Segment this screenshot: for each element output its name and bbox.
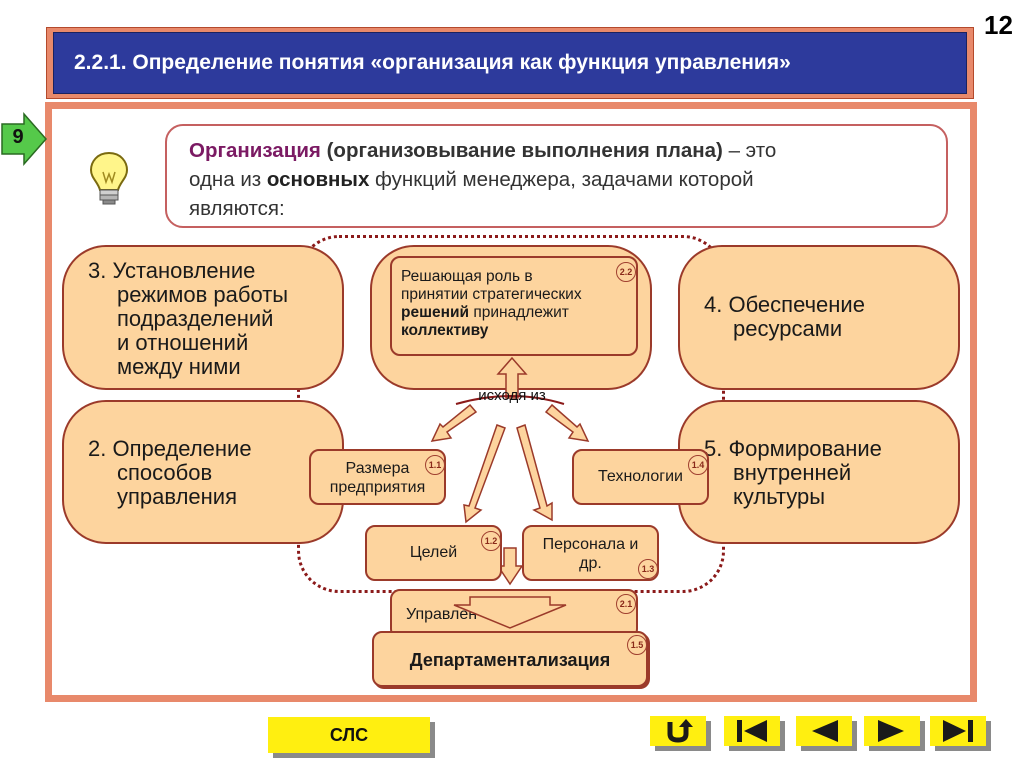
first-icon <box>737 720 767 742</box>
prev-slide-button[interactable] <box>796 716 852 746</box>
task-4-line: ресурсами <box>733 316 843 341</box>
task-5-line: 5. Формирование <box>704 436 882 461</box>
size-box: Размера предприятия 1.1 <box>309 449 446 505</box>
technology-box: Технологии 1.4 <box>572 449 709 505</box>
decisive-role-box: Решающая роль в принятии стратегических … <box>390 256 638 356</box>
definition-term: Организация <box>189 139 321 162</box>
goals-label: Целей <box>409 544 458 561</box>
task-3-line: 3. Установление <box>88 258 256 283</box>
definition-text: функций менеджера, задачами которой <box>369 168 754 191</box>
definition-text: – это <box>722 139 777 162</box>
badge: 1.3 <box>638 559 658 579</box>
technology-label: Технологии <box>598 468 683 485</box>
badge: 1.2 <box>481 531 501 551</box>
last-slide-button[interactable] <box>930 716 986 746</box>
management-label: Управлен <box>406 606 478 623</box>
departmentalization-box: Департаментализация 1.5 <box>372 631 648 687</box>
task-5-line: внутренней <box>733 460 852 485</box>
task-5-box: 5. Формирование внутренней культуры <box>678 400 960 544</box>
size-line: предприятия <box>329 479 426 496</box>
slide-link-label: 9 <box>12 126 24 148</box>
based-on-label: исходя из <box>478 387 546 404</box>
next-slide-button[interactable] <box>864 716 920 746</box>
return-icon <box>667 719 693 743</box>
staff-box: Персонала и др. 1.3 <box>522 525 659 581</box>
task-4-box: 4. Обеспечение ресурсами <box>678 245 960 390</box>
size-line: Размера <box>345 460 410 477</box>
decisive-line: принадлежит <box>469 304 569 321</box>
badge: 1.1 <box>425 455 445 475</box>
task-5-line: культуры <box>733 484 826 509</box>
decisive-bold: решений <box>401 304 470 321</box>
staff-line: Персонала и <box>542 536 639 553</box>
lightbulb-icon <box>88 150 130 208</box>
next-icon <box>878 720 904 742</box>
task-2-box: 2. Определение способов управления <box>62 400 344 544</box>
prev-icon <box>812 720 838 742</box>
slide-link-arrow[interactable]: 9 <box>0 112 48 166</box>
task-3-line: между ними <box>117 354 241 379</box>
sls-button[interactable]: СЛС <box>268 717 430 753</box>
decisive-line: Решающая роль в <box>401 268 533 285</box>
decisive-line: принятии стратегических <box>401 286 582 303</box>
goals-box: Целей 1.2 <box>365 525 502 581</box>
definition-text: являются: <box>189 197 285 220</box>
page-number: 12 <box>984 10 1013 40</box>
staff-line: др. <box>579 555 602 572</box>
task-3-box: 3. Установление режимов работы подраздел… <box>62 245 344 390</box>
task-3-line: режимов работы <box>117 282 289 307</box>
badge: 2.2 <box>616 262 636 282</box>
definition-text: одна из <box>189 168 267 191</box>
decisive-bold: коллективу <box>401 322 489 339</box>
return-button[interactable] <box>650 716 706 746</box>
definition-box: Организация (организовывание выполнения … <box>165 124 948 228</box>
departmentalization-label: Департаментализация <box>409 650 611 670</box>
first-slide-button[interactable] <box>724 716 780 746</box>
badge: 1.4 <box>688 455 708 475</box>
task-2-line: 2. Определение <box>88 436 252 461</box>
task-3-line: подразделений <box>117 306 274 331</box>
last-icon <box>943 720 973 742</box>
page-title: 2.2.1. Определение понятия «организация … <box>53 32 967 94</box>
task-2-line: способов <box>117 460 213 485</box>
task-4-line: 4. Обеспечение <box>704 292 865 317</box>
task-2-line: управления <box>117 484 237 509</box>
definition-paren: (организовывание выполнения плана) <box>326 139 723 162</box>
arrow-right-icon <box>1 112 47 166</box>
definition-bold: основных <box>266 168 370 191</box>
badge: 1.5 <box>627 635 647 655</box>
badge: 2.1 <box>616 594 636 614</box>
task-3-line: и отношений <box>117 330 249 355</box>
